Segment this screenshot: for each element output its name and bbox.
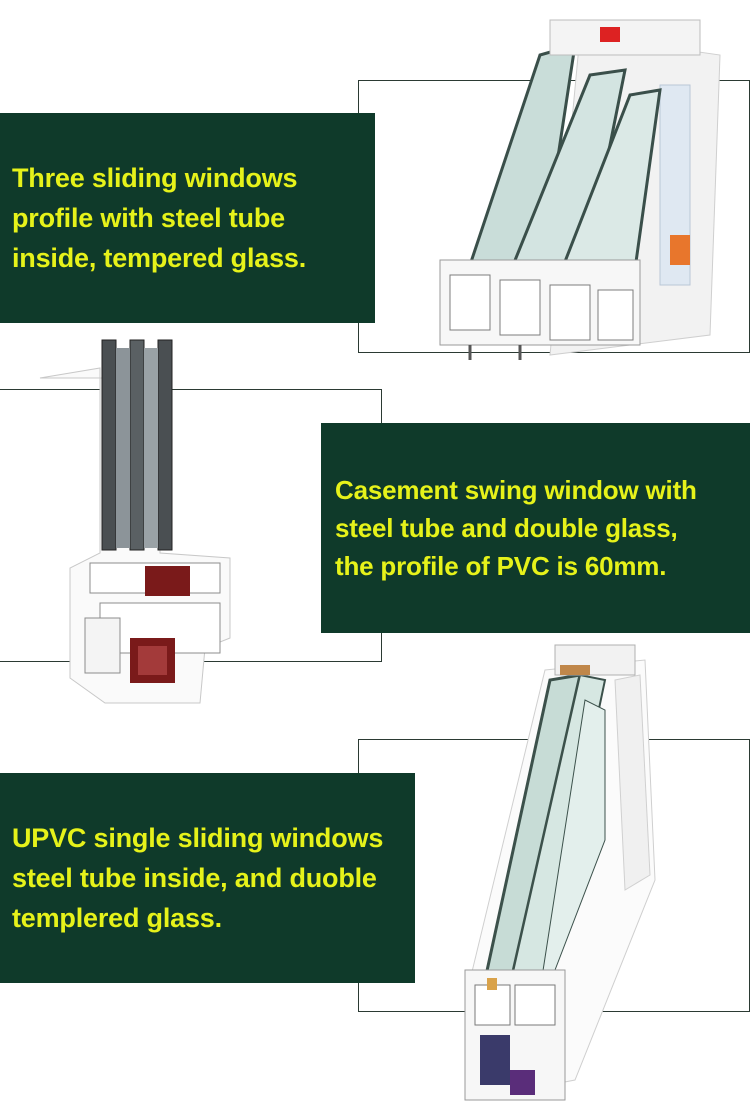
frame-line xyxy=(358,983,359,1012)
caption-panel-1: Three sliding windows profile with steel… xyxy=(0,113,375,323)
sliding-window-photo xyxy=(430,15,730,385)
frame-line xyxy=(358,80,359,113)
caption-panel-2: Casement swing window with steel tube an… xyxy=(321,423,750,633)
frame-line xyxy=(0,389,382,390)
frame-line xyxy=(358,323,359,353)
single-sliding-window-photo xyxy=(455,640,665,1110)
frame-line xyxy=(381,633,382,662)
triple-sliding-window-illustration xyxy=(439,19,721,360)
caption-text-1: Three sliding windows profile with steel… xyxy=(12,163,307,273)
casement-window-photo xyxy=(30,338,235,708)
frame-line xyxy=(358,739,359,773)
frame-line xyxy=(381,389,382,423)
casement-profile-illustration xyxy=(39,339,231,704)
caption-panel-3: UPVC single sliding windows steel tube i… xyxy=(0,773,415,983)
caption-text-2: Casement swing window with steel tube an… xyxy=(335,475,697,581)
caption-text-3: UPVC single sliding windows steel tube i… xyxy=(12,823,384,933)
single-sliding-profile-illustration xyxy=(464,644,656,1101)
